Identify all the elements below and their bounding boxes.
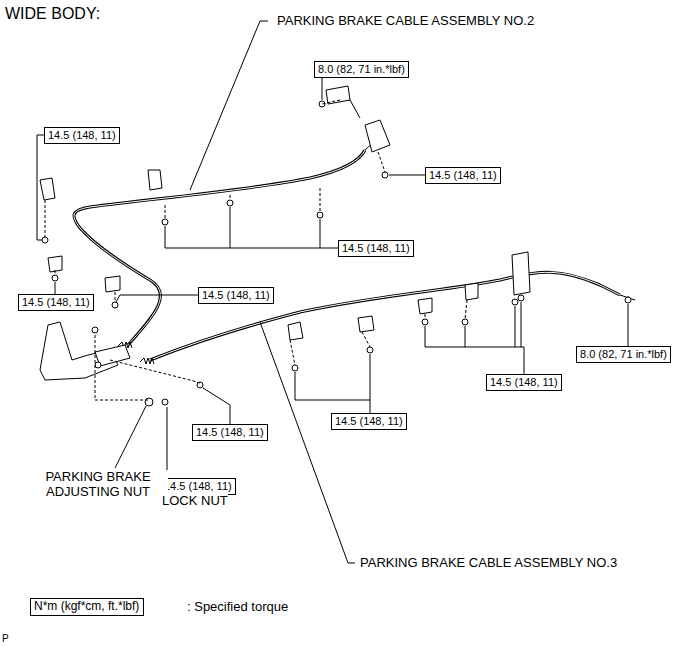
torque-value: 14.5 (148, 11) [22,296,90,308]
torque-callout: 14.5 (148, 11) [192,424,268,441]
torque-value: 14.5 (148, 11) [202,289,270,301]
torque-value: 8.0 (82, 71 in.*lbf) [318,63,405,75]
cable-no2 [74,150,365,345]
torque-callout: 14.5 (148, 11) [338,240,414,257]
torque-value: 14.5 (148, 11) [335,415,403,427]
part-label: PARKING BRAKE CABLE ASSEMBLY NO.2 [277,14,534,29]
torque-callout: 14.5 (148, 11) [198,287,274,304]
torque-value: 14.5 (148, 11) [164,480,232,492]
bracket [358,316,374,332]
cable-no3 [150,272,620,360]
torque-callout: 8.0 (82, 71 in.*lbf) [314,61,409,78]
bolts [42,101,631,406]
bracket [326,86,350,104]
torque-callout: 14.5 (148, 11) [331,413,407,430]
bracket [288,322,303,340]
heading: WIDE BODY: [5,5,100,23]
bracket [418,298,432,314]
torque-value: 14.5 (148, 11) [48,129,116,141]
torque-value: N*m (kgf*cm, ft.*lbf) [34,600,140,613]
torque-value: 8.0 (82, 71 in.*lbf) [580,348,667,360]
bracket [40,178,55,200]
part-label: PARKING BRAKE ADJUSTING NUT [28,470,168,500]
dashed-lines [45,100,628,400]
bracket [148,170,162,190]
bracket [365,120,390,152]
torque-value: 14.5 (148, 11) [490,376,558,388]
torque-value: 14.5 (148, 11) [429,169,497,181]
bracket [105,276,120,292]
torque-value: 14.5 (148, 11) [196,426,264,438]
torque-callout: 14.5 (148, 11) [425,167,501,184]
torque-callout: 8.0 (82, 71 in.*lbf) [576,346,671,363]
part-label: P [2,633,9,645]
bracket [48,256,62,272]
spring [140,358,154,364]
part-label: : Specified torque [187,600,288,615]
part-label: PARKING BRAKE CABLE ASSEMBLY NO.3 [360,556,617,571]
cable-no2-core [74,150,365,345]
torque-callout: 14.5 (148, 11) [18,294,94,311]
torque-value: 14.5 (148, 11) [342,242,410,254]
torque-callout: 14.5 (148, 11) [160,478,236,495]
torque-callout: 14.5 (148, 11) [44,127,120,144]
torque-callout: 14.5 (148, 11) [486,374,562,391]
cable-no3-core [150,272,620,360]
unit-legend-box: N*m (kgf*cm, ft.*lbf) [30,598,144,616]
bracket [512,252,530,295]
part-label: LOCK NUT [162,494,228,509]
bracket [465,283,478,300]
